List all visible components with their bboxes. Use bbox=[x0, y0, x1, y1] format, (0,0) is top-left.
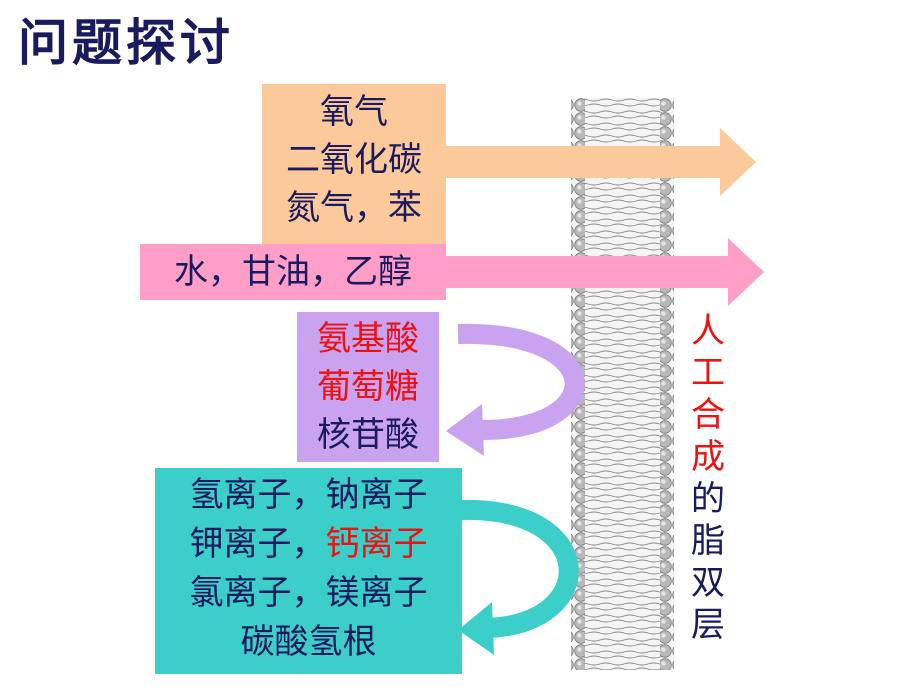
side-label: 人 工 合 成 的 脂 双 层 bbox=[688, 310, 728, 646]
organic-line-2: 葡萄糖 bbox=[317, 367, 419, 407]
page-title: 问题探讨 bbox=[18, 13, 234, 72]
ions-line-4: 碳酸氢根 bbox=[240, 622, 377, 662]
ions-line-2b: 钙离子 bbox=[325, 524, 428, 564]
water-arrow-right-icon bbox=[446, 238, 764, 306]
ions-curved-arrow-back-icon bbox=[458, 499, 579, 655]
gases-line-1: 氧气 bbox=[320, 92, 388, 132]
ions-line-2a: 钾离子， bbox=[189, 524, 326, 564]
ions-line-1: 氢离子，钠离子 bbox=[189, 475, 428, 515]
side-label-char: 层 bbox=[691, 605, 725, 645]
organic-line-3: 核苷酸 bbox=[317, 415, 419, 455]
ions-line-3: 氯离子，镁离子 bbox=[189, 573, 428, 613]
side-label-char: 工 bbox=[691, 353, 725, 393]
organic-box: 氨基酸 葡萄糖 核苷酸 bbox=[297, 312, 439, 462]
gases-arrow-right-icon bbox=[446, 128, 756, 196]
side-label-char: 合 bbox=[691, 395, 725, 435]
gases-line-3: 氮气，苯 bbox=[286, 188, 422, 228]
ions-line-2: 钾离子，钙离子 bbox=[155, 520, 462, 569]
ions-box: 氢离子，钠离子 钾离子，钙离子 氯离子，镁离子 碳酸氢根 bbox=[155, 468, 462, 674]
side-label-char: 脂 bbox=[691, 521, 725, 561]
lipid-bilayer-icon bbox=[571, 98, 674, 670]
organic-line-1: 氨基酸 bbox=[317, 319, 419, 359]
water-line: 水，甘油，乙醇 bbox=[174, 252, 412, 292]
water-box: 水，甘油，乙醇 bbox=[140, 244, 446, 300]
side-label-char: 成 bbox=[691, 437, 725, 477]
side-label-char: 人 bbox=[691, 311, 725, 351]
side-label-char: 双 bbox=[691, 563, 725, 603]
organic-curved-arrow-back-icon bbox=[446, 323, 585, 456]
side-label-char: 的 bbox=[691, 479, 725, 519]
gases-box: 氧气 二氧化碳 氮气，苯 bbox=[262, 84, 446, 244]
gases-line-2: 二氧化碳 bbox=[286, 140, 422, 180]
